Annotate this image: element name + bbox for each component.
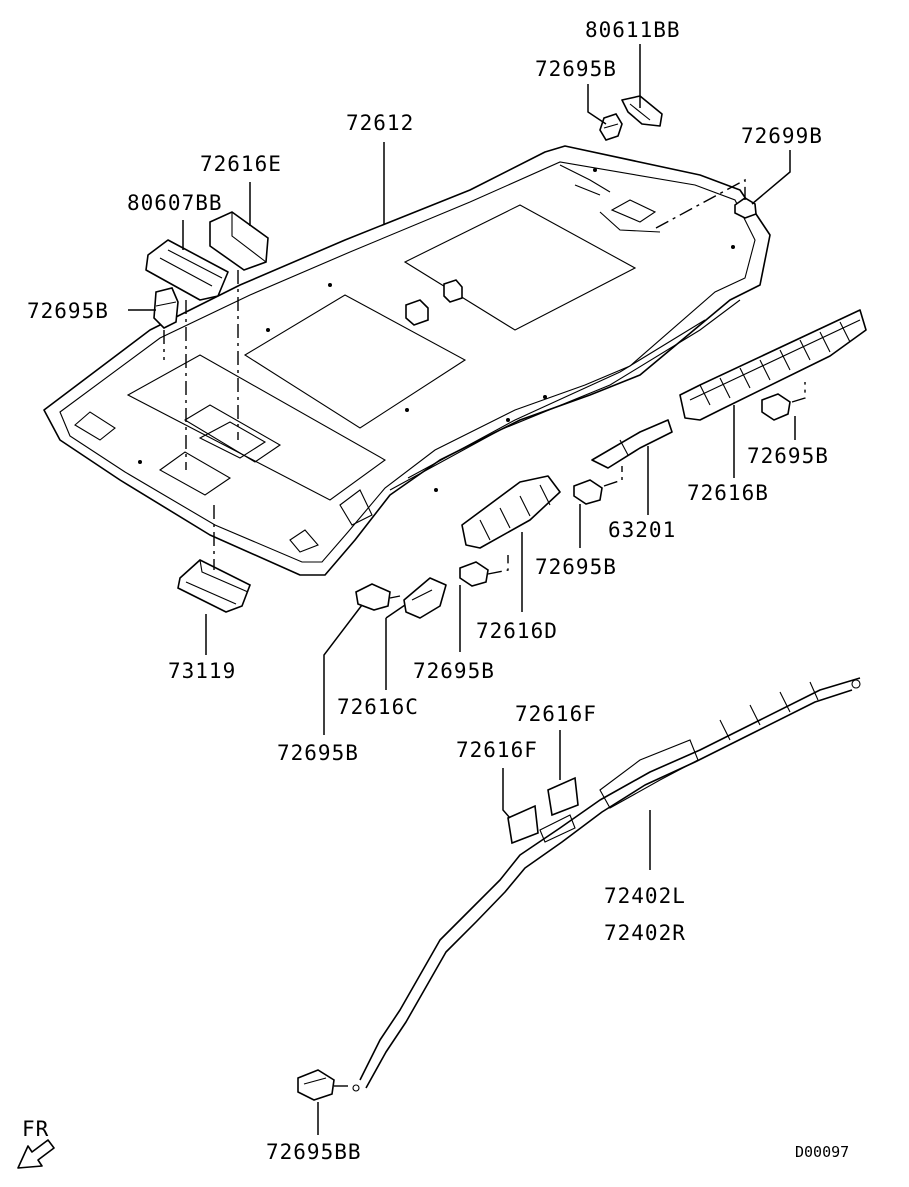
label-72699B: 72699B: [741, 124, 823, 148]
clip-72695B-c: [459, 561, 489, 587]
pad-72616F-b: [507, 804, 539, 845]
part-labels: 80611BB 72695B 72612 72699B 72616E 80607…: [27, 18, 829, 1164]
clip-72695B-low: [355, 583, 391, 611]
label-72695B-mid: 72695B: [535, 555, 617, 579]
label-72402R: 72402R: [604, 921, 686, 945]
leader-lines: [128, 44, 796, 1135]
pad-72616F-a: [547, 776, 579, 817]
direction-label: FR: [22, 1117, 49, 1141]
label-72612: 72612: [346, 111, 414, 135]
grip-72616B: [679, 309, 867, 421]
clip-72695B-top: [599, 113, 623, 141]
label-72695B-right: 72695B: [747, 444, 829, 468]
clip-72695B-mid: [573, 479, 603, 505]
headlining-panel: [43, 145, 771, 576]
label-72616E: 72616E: [200, 152, 282, 176]
label-72616D: 72616D: [476, 619, 558, 643]
dome-lamp-73119: [177, 559, 252, 613]
label-72616C: 72616C: [337, 695, 419, 719]
pad-72616E: [209, 211, 269, 271]
arrow-down-left-icon: [17, 1139, 55, 1169]
grip-72616C: [403, 577, 447, 619]
label-63201: 63201: [608, 518, 676, 542]
curtain-airbag-72402: [359, 677, 861, 1089]
diagram-code: D00097: [795, 1143, 849, 1161]
label-73119: 73119: [168, 659, 236, 683]
grip-72616D: [461, 475, 561, 549]
label-72616B: 72616B: [687, 481, 769, 505]
direction-indicator: FR: [17, 1117, 55, 1169]
bracket-80607BB: [145, 239, 229, 301]
label-72695BB: 72695BB: [266, 1140, 362, 1164]
label-80611BB: 80611BB: [585, 18, 681, 42]
label-72695B-c: 72695B: [413, 659, 495, 683]
label-72616F-b: 72616F: [456, 738, 538, 762]
label-72695B-top: 72695B: [535, 57, 617, 81]
clip-72695BB: [297, 1069, 360, 1101]
bracket-80611BB: [621, 95, 663, 127]
label-80607BB: 80607BB: [127, 191, 223, 215]
label-72616F-a: 72616F: [515, 702, 597, 726]
label-72695B-left: 72695B: [27, 299, 109, 323]
clip-72695B-left: [153, 287, 179, 329]
clip-72695B-right: [761, 393, 791, 421]
label-72695B-low: 72695B: [277, 741, 359, 765]
assembly-lines: [163, 178, 806, 1087]
bracket-63201: [591, 419, 673, 469]
label-72402L: 72402L: [604, 884, 686, 908]
clip-72699B: [734, 197, 757, 219]
